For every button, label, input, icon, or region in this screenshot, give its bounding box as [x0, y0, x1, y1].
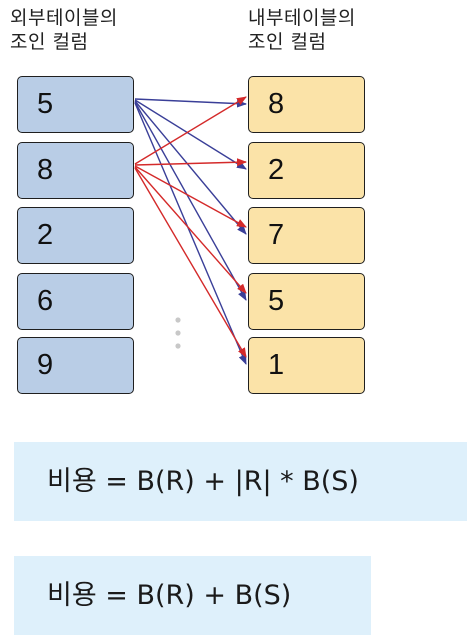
join-arrow — [134, 165, 247, 228]
cost-formula-nested-loop: 비용 = B(R) + |R| * B(S) — [14, 442, 467, 521]
join-arrow — [134, 100, 247, 235]
join-arrow — [134, 98, 247, 108]
arrow-lines — [134, 96, 247, 365]
cost-formula-simple: 비용 = B(R) + B(S) — [14, 556, 371, 635]
ellipsis-icon — [175, 317, 181, 349]
join-arrow — [134, 96, 247, 165]
join-arrow — [134, 166, 247, 294]
outer-value-box: 9 — [17, 337, 134, 394]
inner-table-join-column-label: 내부테이블의 조인 컬럼 — [248, 7, 356, 53]
inner-value-box: 1 — [248, 337, 365, 394]
outer-table-join-column-label: 외부테이블의 조인 컬럼 — [10, 7, 118, 53]
outer-value-box: 5 — [17, 76, 134, 133]
outer-value-box: 2 — [17, 207, 134, 264]
inner-value-box: 2 — [248, 142, 365, 199]
inner-value-box: 5 — [248, 273, 365, 330]
join-arrow — [134, 158, 247, 167]
outer-value-box: 6 — [17, 273, 134, 330]
nested-loop-arrows — [134, 96, 247, 365]
join-arrow — [134, 101, 247, 301]
inner-value-box: 8 — [248, 76, 365, 133]
join-arrow — [134, 102, 247, 365]
join-arrow — [134, 167, 247, 358]
inner-value-box: 7 — [248, 207, 365, 264]
outer-value-box: 8 — [17, 142, 134, 199]
join-arrow — [134, 99, 247, 170]
